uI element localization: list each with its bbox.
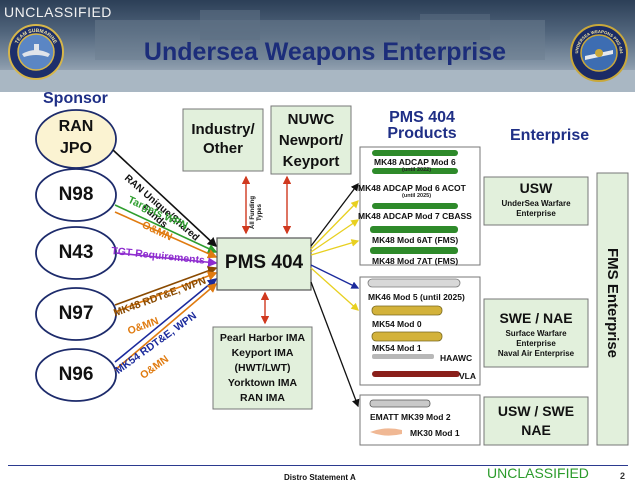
usw-swe-nae-label: USW / SWE NAE <box>497 403 575 438</box>
usw-swe-nae-box <box>483 396 589 446</box>
classification-top: UNCLASSIFIED <box>4 4 112 20</box>
sponsor-n98-label: N98 <box>58 184 94 205</box>
sponsor-n98 <box>35 168 117 222</box>
product-mk48-mod6: MK48 ADCAP Mod 6 <box>374 157 456 167</box>
flow-arrow-n97-orange <box>114 271 218 313</box>
flow-arrow-n96-navy <box>114 277 218 363</box>
product-mk48-cbass: MK48 ADCAP Mod 7 CBASS <box>358 211 472 221</box>
enterprise-heading: Enterprise <box>510 127 590 144</box>
industry-label: Industry/ Other <box>191 121 255 157</box>
products-group2-box <box>359 276 481 386</box>
submarine-background-image <box>0 10 635 92</box>
team-submarine-emblem: TEAM SUBMARINE <box>8 24 64 80</box>
product-mk54-mod0: MK54 Mod 0 <box>372 319 422 329</box>
sponsor-n43-label: N43 <box>58 242 94 263</box>
sponsor-n96 <box>35 348 117 402</box>
product-vla: VLA <box>459 371 476 381</box>
torpedo-icons-group1 <box>370 150 458 254</box>
flow-arrow-n97-brown <box>114 266 218 306</box>
target-icons-group3 <box>369 399 431 436</box>
pms404-box <box>216 237 312 291</box>
flow-arrow-n43 <box>115 252 218 267</box>
product-mk48-7at: MK48 Mod 7AT (FMS) <box>372 256 459 266</box>
product-arrow-mk54 <box>310 267 359 311</box>
swe-nae-title: SWE / NAE <box>499 310 573 326</box>
nuwc-box <box>270 105 352 175</box>
flow-arrow-n96-orange <box>114 282 218 371</box>
distro-statement: Distro Statement A <box>284 473 356 482</box>
products-heading: PMS 404 Products <box>387 109 457 142</box>
product-mk48-6at: MK48 Mod 6AT (FMS) <box>372 235 459 245</box>
ima-box <box>212 326 313 410</box>
product-mk54-mod1: MK54 Mod 1 <box>372 343 422 353</box>
swe-nae-box <box>483 298 589 368</box>
product-arrow-6at <box>310 239 360 256</box>
classification-bottom: UNCLASSIFIED <box>487 465 589 481</box>
pms404-label: PMS 404 <box>224 252 304 273</box>
swe-nae-subtitle: Surface Warfare Enterprise Naval Air Ent… <box>497 329 575 358</box>
usw-subtitle: UnderSea Warfare Enterprise <box>501 199 571 218</box>
torpedo-icons-group2 <box>367 278 461 377</box>
header-banner: UNCLASSIFIED <box>0 0 635 92</box>
product-arrow-acot <box>310 200 359 250</box>
all-funding-types-label: All Funding Types <box>250 196 263 229</box>
product-mk48-acot: MK48 ADCAP Mod 6 ACOT <box>358 183 466 193</box>
product-mk48-acot-sub: (until 2025) <box>402 193 432 199</box>
usw-box <box>483 176 589 226</box>
usw-title: USW <box>519 180 553 196</box>
product-arrow-mod6 <box>310 182 359 247</box>
fms-enterprise-box <box>596 172 629 446</box>
sponsor-ran-jpo <box>35 109 117 169</box>
industry-box <box>182 108 264 172</box>
sponsor-n97-label: N97 <box>58 303 94 324</box>
sponsor-heading: Sponsor <box>43 90 108 107</box>
product-mk46: MK46 Mod 5 (until 2025) <box>368 292 465 302</box>
page-title: Undersea Weapons Enterprise <box>143 38 507 66</box>
product-mk48-mod6-sub: (until 2022) <box>402 167 432 173</box>
undersea-weapons-emblem: UNDERSEA WEAPONS PMS 404 <box>570 24 628 82</box>
product-arrow-ematt <box>310 281 360 408</box>
product-mk30: MK30 Mod 1 <box>410 428 460 438</box>
product-arrow-cbass <box>310 219 360 253</box>
product-arrow-mk46 <box>310 264 360 289</box>
fms-enterprise-label: FMS Enterprise <box>604 248 621 359</box>
flow-arrow-n98-green <box>114 204 218 253</box>
footer-divider <box>8 465 628 466</box>
product-haawc: HAAWC <box>440 353 473 363</box>
sponsor-n96-label: N96 <box>58 364 94 385</box>
flow-arrow-n98-orange <box>114 211 218 259</box>
page-number: 2 <box>620 471 626 481</box>
sponsor-n97 <box>35 287 117 341</box>
nuwc-label: NUWC Newport/ Keyport <box>278 111 344 170</box>
flow-arrow-ran <box>112 149 218 248</box>
sponsor-ran-jpo-label: RAN JPO <box>58 118 94 157</box>
product-ematt: EMATT MK39 Mod 2 <box>370 412 451 422</box>
ima-label: Pearl Harbor IMA Keyport IMA (HWT/LWT) Y… <box>219 332 306 404</box>
